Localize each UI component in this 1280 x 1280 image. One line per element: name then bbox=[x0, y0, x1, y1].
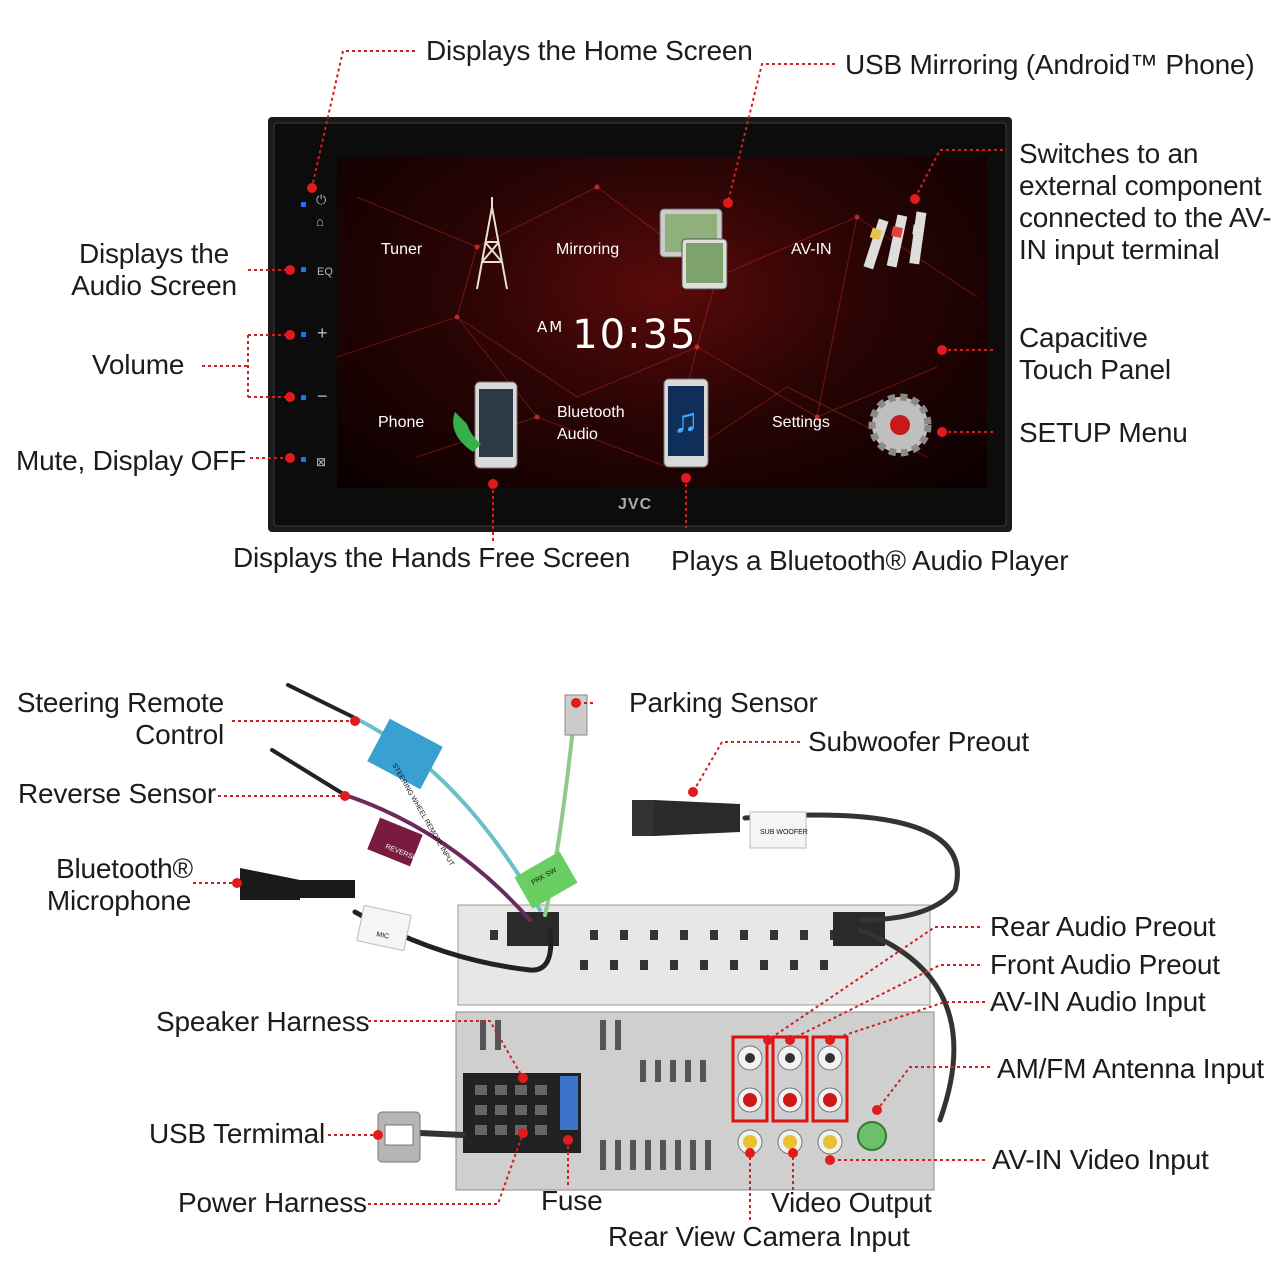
label-capacitive-touch: Capacitive Touch Panel bbox=[1019, 322, 1171, 385]
mute-display-icon[interactable]: ⊠ bbox=[316, 455, 327, 469]
svg-text:♫: ♫ bbox=[673, 402, 699, 440]
label-reverse-sensor: Reverse Sensor bbox=[18, 778, 216, 809]
label-usb-mirroring: USB Mirroring (Android™ Phone) bbox=[845, 49, 1255, 80]
label-setup-menu: SETUP Menu bbox=[1019, 417, 1188, 448]
avin-tile-label[interactable]: AV-IN bbox=[791, 241, 832, 258]
label-steering-1: Steering Remote bbox=[16, 687, 224, 718]
label-usb-terminal: USB Termimal bbox=[149, 1118, 326, 1149]
clock-am: AM bbox=[537, 318, 565, 336]
settings-gear-icon bbox=[868, 393, 932, 457]
label-speaker-harness: Speaker Harness bbox=[156, 1006, 370, 1037]
label-rear-camera: Rear View Camera Input bbox=[608, 1221, 910, 1252]
mirroring-icon bbox=[659, 208, 728, 290]
mirroring-tile-label[interactable]: Mirroring bbox=[556, 241, 620, 258]
rca-cables-icon bbox=[863, 211, 927, 270]
label-power-harness: Power Harness bbox=[178, 1187, 367, 1218]
rear-panel-diagram: STEERING WHEEL REMOTE INPUT REVERSE PRK … bbox=[193, 683, 990, 1220]
tag-mic-text: MIC bbox=[376, 931, 390, 941]
antenna-port bbox=[857, 1121, 887, 1151]
bt-audio-tile-label-2[interactable]: Audio bbox=[557, 426, 598, 443]
screen-background: ♫ bbox=[337, 184, 978, 469]
label-parking-sensor: Parking Sensor bbox=[629, 687, 818, 718]
phone-icon bbox=[453, 381, 518, 469]
label-home-screen: Displays the Home Screen bbox=[426, 35, 753, 66]
label-avin-video: AV-IN Video Input bbox=[992, 1144, 1209, 1175]
label-subwoofer-preout: Subwoofer Preout bbox=[808, 726, 1029, 757]
brand-logo: JVC bbox=[618, 496, 653, 513]
label-rear-preout: Rear Audio Preout bbox=[990, 911, 1216, 942]
label-mute-display-off: Mute, Display OFF bbox=[16, 445, 246, 476]
fuse-shape bbox=[560, 1076, 578, 1130]
phone-tile-label[interactable]: Phone bbox=[378, 414, 425, 431]
label-bt-mic-2: Microphone bbox=[46, 885, 192, 916]
eq-button[interactable]: EQ bbox=[317, 266, 333, 278]
power-home-icon[interactable]: ⏻⌂ bbox=[316, 192, 327, 229]
cable-tags bbox=[240, 694, 807, 1163]
tuner-tower-icon bbox=[476, 197, 508, 290]
tuner-tile-label[interactable]: Tuner bbox=[381, 241, 423, 258]
label-volume: Volume bbox=[92, 349, 185, 380]
label-hands-free: Displays the Hands Free Screen bbox=[233, 542, 631, 573]
touch-screen[interactable]: ♫ Tuner Mirroring AV-IN AM 10:35 Phone Bl… bbox=[337, 157, 987, 488]
label-front-preout: Front Audio Preout bbox=[990, 949, 1220, 980]
label-audio-screen: Displays the Audio Screen bbox=[71, 238, 237, 301]
clock-time: 10:35 bbox=[572, 312, 698, 358]
volume-down-button[interactable]: − bbox=[317, 386, 328, 406]
settings-tile-label[interactable]: Settings bbox=[772, 414, 830, 431]
music-player-icon: ♫ bbox=[663, 378, 709, 468]
label-amfm-antenna: AM/FM Antenna Input bbox=[997, 1053, 1265, 1084]
label-fuse: Fuse bbox=[541, 1185, 603, 1216]
tag-sub-text: SUB WOOFER bbox=[760, 829, 808, 836]
label-avin-audio: AV-IN Audio Input bbox=[990, 986, 1206, 1017]
volume-up-button[interactable]: + bbox=[317, 323, 328, 343]
rear-plate bbox=[455, 1011, 935, 1191]
label-bt-player: Plays a Bluetooth® Audio Player bbox=[671, 545, 1069, 576]
label-steering-2: Control bbox=[135, 719, 224, 750]
label-bt-mic-1: Bluetooth® bbox=[56, 853, 193, 884]
bt-audio-tile-label-1[interactable]: Bluetooth bbox=[557, 404, 625, 421]
label-avin-switch: Switches to an external component connec… bbox=[1019, 138, 1272, 265]
clock: AM 10:35 bbox=[537, 312, 697, 358]
label-video-output: Video Output bbox=[771, 1187, 932, 1218]
